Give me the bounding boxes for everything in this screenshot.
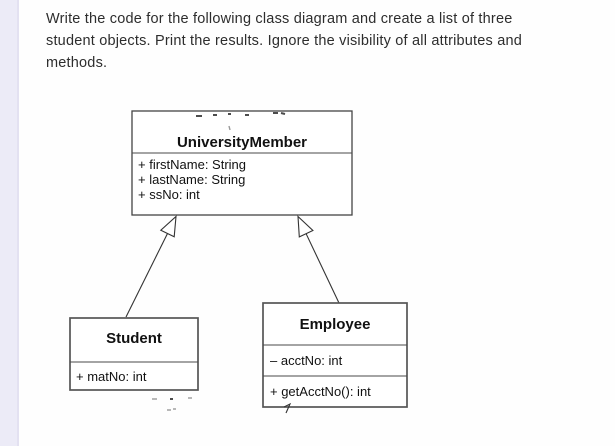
scan-artifact-squiggle [283,402,292,414]
employee-method-getacctno: + getAcctNo(): int [270,384,371,399]
universitymember-class-name: UniversityMember [177,134,307,151]
student-inheritance-arrow [125,215,177,318]
inheritance-triangle-right [297,215,314,238]
scan-artifact-marks-below-student [152,397,192,411]
student-class-box [69,317,199,391]
student-attribute-matno: + matNo: int [76,369,147,384]
instruction-line-3: methods. [46,55,108,71]
scan-artifact-marks-top [196,112,286,131]
universitymember-attribute-ssno: + ssNo: int [138,187,200,202]
student-class: Student + matNo: int [69,317,199,411]
universitymember-attribute-lastname: + lastName: String [138,172,245,187]
student-class-name: Student [106,330,162,347]
instruction-line-2: student objects. Print the results. Igno… [46,33,523,49]
exercise-instructions: Write the code for the following class d… [46,8,598,74]
universitymember-class: UniversityMember + firstName: String + l… [131,110,353,216]
employee-class: Employee – acctNo: int + getAcctNo(): in… [262,302,408,414]
employee-class-box [262,302,408,408]
employee-class-name: Employee [300,316,371,333]
left-sidebar-strip [0,0,19,446]
instruction-line-1: Write the code for the following class d… [46,11,513,27]
universitymember-class-box [131,110,353,216]
employee-inheritance-arrow [297,215,340,304]
universitymember-attribute-firstname: + firstName: String [138,157,246,172]
employee-attribute-acctno: – acctNo: int [270,353,343,368]
inheritance-triangle-left [159,215,177,238]
